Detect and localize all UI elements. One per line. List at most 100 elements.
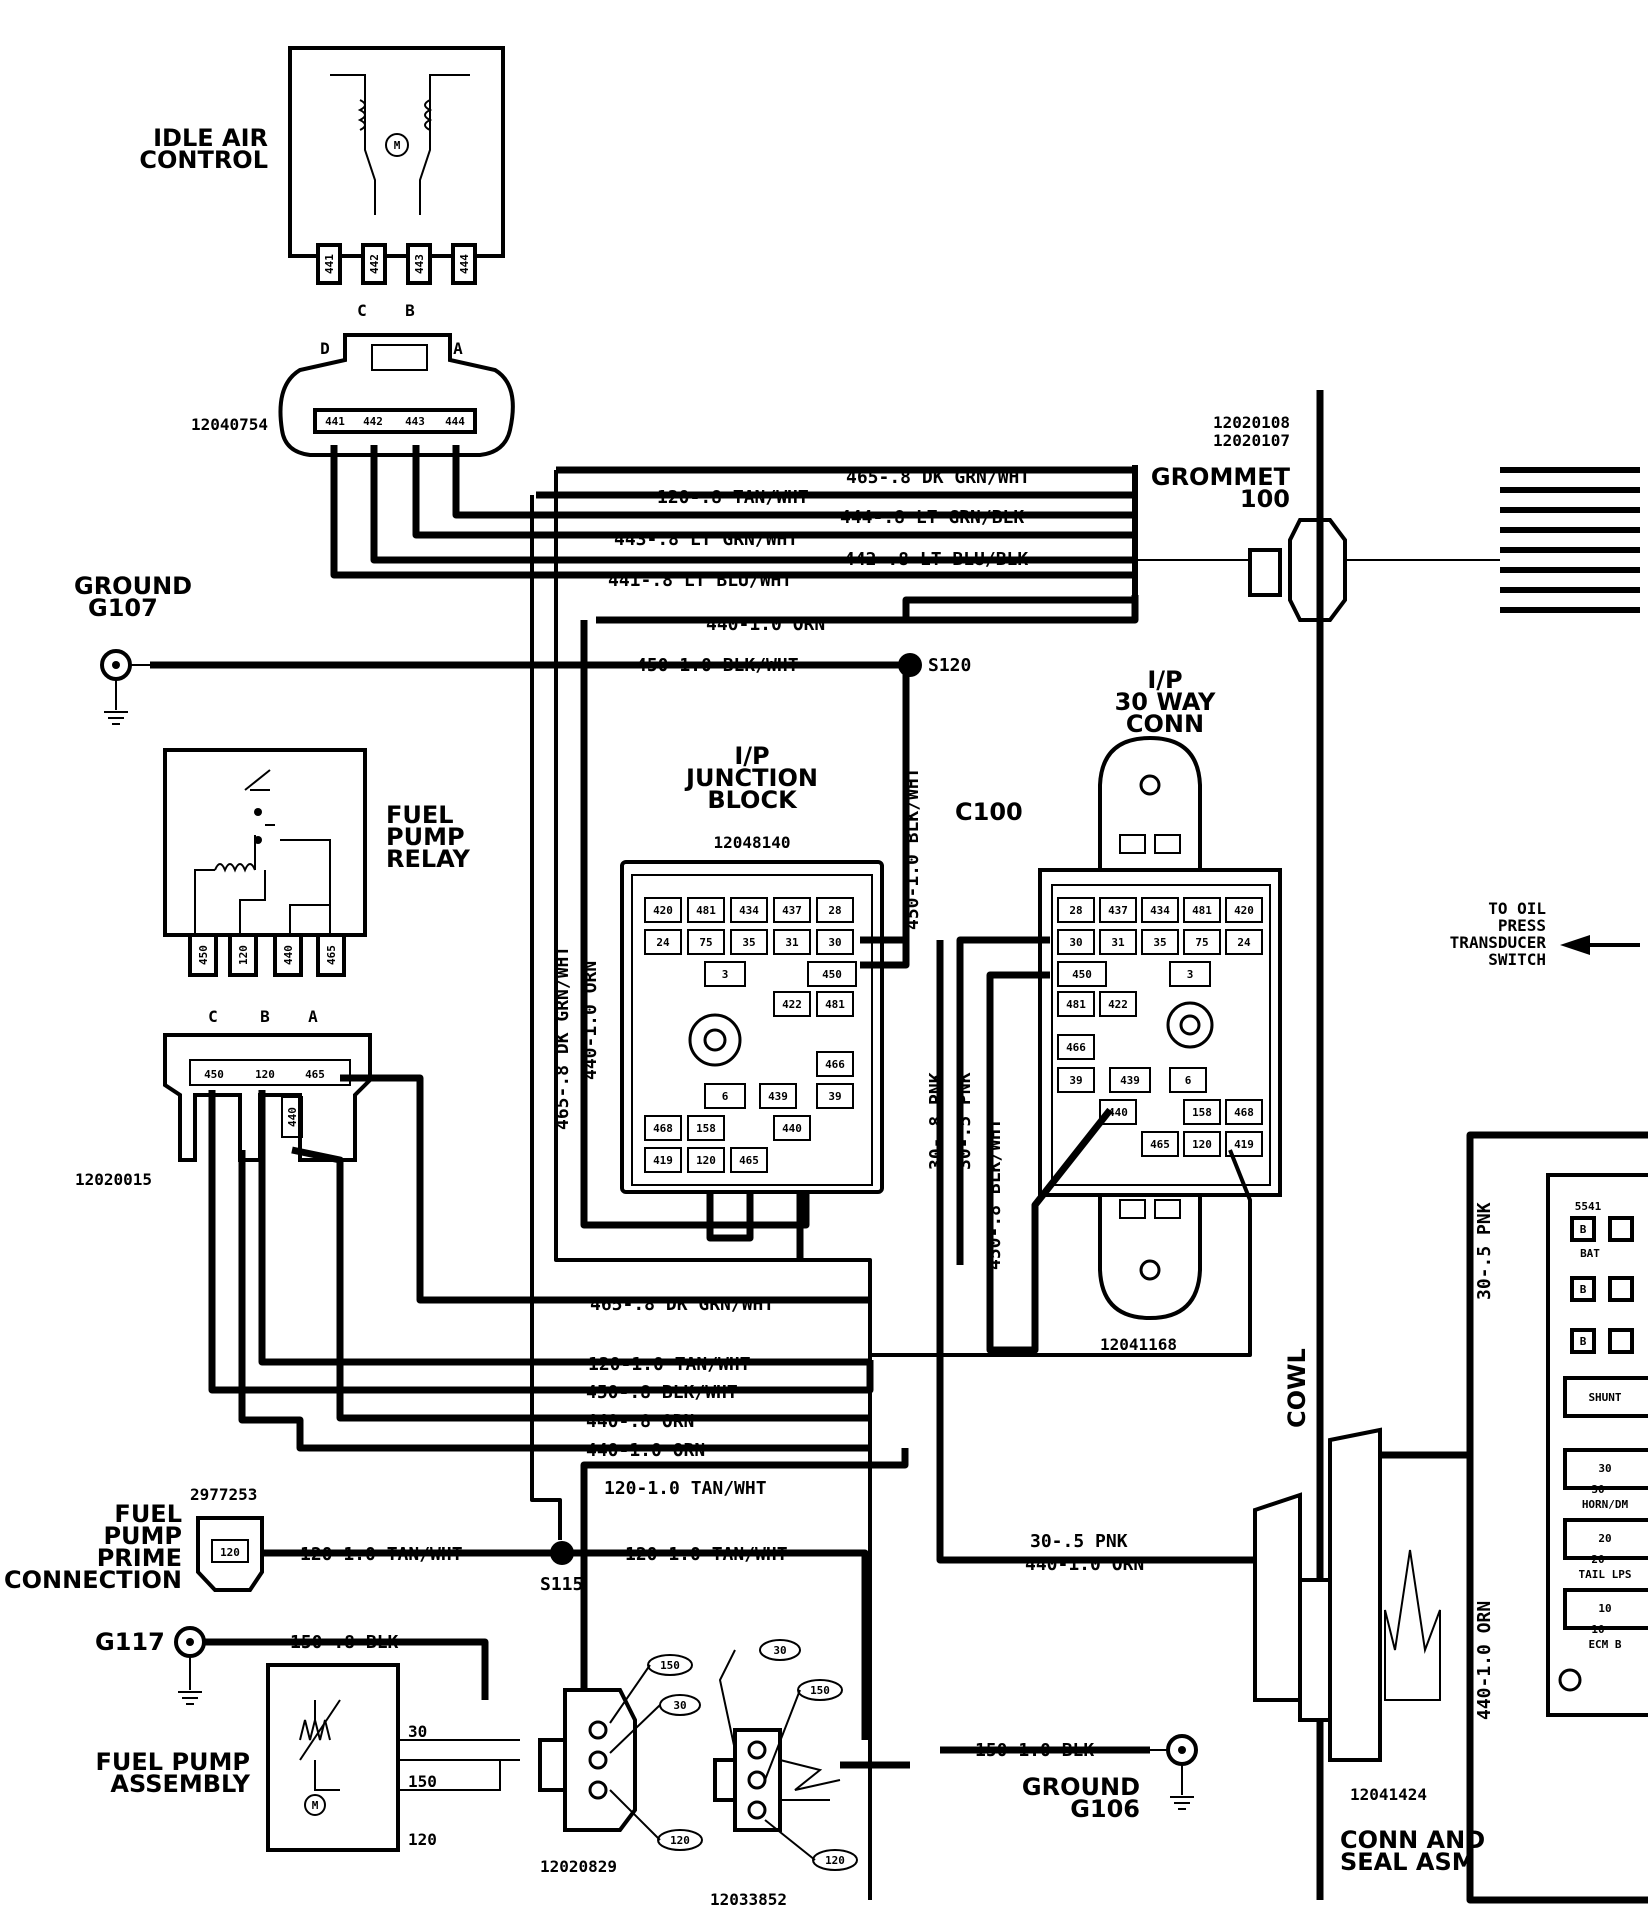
wire-443: 443-.8 LT GRN/WHT bbox=[614, 529, 798, 550]
wire-450-vertical: 450-1.0 BLK/WHT bbox=[902, 767, 923, 930]
conn-30way-cell-label: 75 bbox=[1195, 936, 1208, 949]
conn-seal-title-1: CONN AND bbox=[1340, 1826, 1485, 1854]
relay-title-1: FUEL bbox=[386, 801, 454, 829]
conn-30way-cell bbox=[1057, 961, 1107, 987]
junction-block-cell bbox=[730, 1147, 768, 1173]
junction-block-cell-label: 39 bbox=[828, 1090, 841, 1103]
conn-30way-cell-label: 466 bbox=[1066, 1041, 1086, 1054]
junction-block-cell bbox=[644, 1147, 682, 1173]
ground-g106-title: GROUND bbox=[1022, 1773, 1140, 1801]
relay-connector-part: 12020015 bbox=[75, 1170, 152, 1189]
junction-block-cell bbox=[816, 1083, 854, 1109]
conn-30way-cell bbox=[1183, 1099, 1221, 1125]
splice-s120-label: S120 bbox=[928, 655, 971, 676]
fuse-b-3: B bbox=[1580, 1335, 1587, 1348]
fuse-30: 30 bbox=[1598, 1462, 1611, 1475]
wire-465-dk-grn: 465-.8 DK GRN/WHT bbox=[846, 467, 1030, 488]
iac-letter-a: A bbox=[453, 339, 463, 358]
junction-block-cell-label: 158 bbox=[696, 1122, 716, 1135]
to-oil-press: TO OIL PRESS TRANSDUCER SWITCH bbox=[1450, 899, 1640, 969]
junction-block-cell-label: 468 bbox=[653, 1122, 673, 1135]
grommet-number: 100 bbox=[1240, 485, 1290, 513]
junction-block-cell-label: 30 bbox=[828, 936, 841, 949]
iac-pin-443: 443 bbox=[413, 254, 426, 274]
oil-press-2: PRESS bbox=[1498, 916, 1546, 935]
conn-30way-cell bbox=[1141, 1131, 1179, 1157]
wire-442: 442-.8 LT BLU/BLK bbox=[844, 549, 1028, 570]
relay-conn-pin-450: 450 bbox=[204, 1068, 224, 1081]
conn-30way-cell-label: 24 bbox=[1237, 936, 1251, 949]
junction-block-cell bbox=[816, 897, 854, 923]
c829-pin-120: 120 bbox=[670, 1834, 690, 1847]
conn-30way-cell bbox=[1141, 929, 1179, 955]
c852-part: 12033852 bbox=[710, 1890, 787, 1909]
wire-30-5-cowl: 30-.5 PNK bbox=[1030, 1531, 1128, 1552]
relay-pin-450: 450 bbox=[197, 945, 210, 965]
iac-conn-pin-443: 443 bbox=[405, 415, 425, 428]
iac-letter-d: D bbox=[320, 339, 330, 358]
ground-g107-id: G107 bbox=[88, 594, 158, 622]
oil-press-3: TRANSDUCER bbox=[1450, 933, 1547, 952]
conn-30way-cell bbox=[1109, 1067, 1151, 1093]
junction-block-cell bbox=[644, 929, 682, 955]
conn-30way-cell bbox=[1057, 991, 1095, 1017]
conn-30way-cell-label: 440 bbox=[1108, 1106, 1128, 1119]
junction-block-cell bbox=[704, 961, 746, 987]
junction-block-cell-label: 481 bbox=[696, 904, 716, 917]
relay-title-2: PUMP bbox=[386, 823, 465, 851]
junction-block-cell-label: 120 bbox=[696, 1154, 716, 1167]
relay-connector: C B A 450 120 465 440 12020015 bbox=[75, 1007, 372, 1189]
wire-440-orn-right: 440-1.0 ORN bbox=[1474, 1601, 1495, 1720]
junction-block-cell-label: 434 bbox=[739, 904, 759, 917]
relay-pin-465: 465 bbox=[325, 945, 338, 965]
conn-30way-cell-label: 481 bbox=[1066, 998, 1086, 1011]
wire-30-pnk-right: 30-.5 PNK bbox=[1474, 1202, 1495, 1300]
conn-30way-cell bbox=[1099, 897, 1137, 923]
conn-30way-cell bbox=[1099, 991, 1137, 1017]
prime-title-3: PRIME bbox=[97, 1544, 182, 1572]
conn-30way-cell-label: 419 bbox=[1234, 1138, 1254, 1151]
prime-pin-120: 120 bbox=[220, 1546, 240, 1559]
grommet: 12020108 12020107 GROMMET 100 bbox=[1151, 413, 1347, 622]
conn-30way-cell-label: 35 bbox=[1153, 936, 1166, 949]
ground-g106: GROUND G106 bbox=[1022, 1734, 1198, 1823]
prime-part: 2977253 bbox=[190, 1485, 257, 1504]
conn-30way-cell-label: 6 bbox=[1185, 1074, 1192, 1087]
junction-block-cell bbox=[773, 991, 811, 1017]
junction-block-cell-label: 439 bbox=[768, 1090, 788, 1103]
oil-press-4: SWITCH bbox=[1488, 950, 1546, 969]
conn-30way-cell-label: 31 bbox=[1111, 936, 1125, 949]
relay-pin-120: 120 bbox=[237, 945, 250, 965]
ground-g107: GROUND G107 bbox=[74, 572, 192, 725]
iac-pin-442: 442 bbox=[368, 254, 381, 274]
junction-title-2: JUNCTION bbox=[684, 764, 818, 792]
conn-30way-cell-label: 28 bbox=[1069, 904, 1082, 917]
junction-block-cell-label: 420 bbox=[653, 904, 673, 917]
fuel-pump-assembly: M 30 150 120 FUEL PUMP ASSEMBLY bbox=[96, 1663, 520, 1852]
ground-g117-label: G117 bbox=[95, 1628, 165, 1656]
fuse-top-label: 5541 bbox=[1575, 1200, 1602, 1213]
relay-letter-a: A bbox=[308, 1007, 318, 1026]
conn-30way-cell-label: 422 bbox=[1108, 998, 1128, 1011]
junction-block-cell-label: 465 bbox=[739, 1154, 759, 1167]
conn-30way-cell-label: 420 bbox=[1234, 904, 1254, 917]
conn-seal-title-2: SEAL ASM bbox=[1340, 1848, 1476, 1876]
wire-120-tan: 120-.8 TAN/WHT bbox=[657, 487, 809, 508]
iac-title-line1: IDLE AIR bbox=[153, 124, 268, 152]
iac-conn-pin-444: 444 bbox=[445, 415, 465, 428]
conn-30way-cell-label: 437 bbox=[1108, 904, 1128, 917]
fpa-pin-30: 30 bbox=[408, 1722, 427, 1741]
junction-block-cell-label: 422 bbox=[782, 998, 802, 1011]
relay-conn-pin-465: 465 bbox=[305, 1068, 325, 1081]
junction-block-cell-label: 466 bbox=[825, 1058, 845, 1071]
junction-block-cell-label: 419 bbox=[653, 1154, 673, 1167]
fuse-30-b: 30 bbox=[1591, 1483, 1604, 1496]
junction-block-cell bbox=[773, 929, 811, 955]
fuse-tail-label: TAIL LPS bbox=[1579, 1568, 1632, 1581]
conn-30way-cell-label: 3 bbox=[1187, 968, 1194, 981]
iac-pin-444: 444 bbox=[458, 254, 471, 274]
wire-450-horizontal: 450-.8 BLK/WHT bbox=[586, 1382, 738, 1403]
junction-block-cell-label: 75 bbox=[699, 936, 712, 949]
ground-g107-title: GROUND bbox=[74, 572, 192, 600]
